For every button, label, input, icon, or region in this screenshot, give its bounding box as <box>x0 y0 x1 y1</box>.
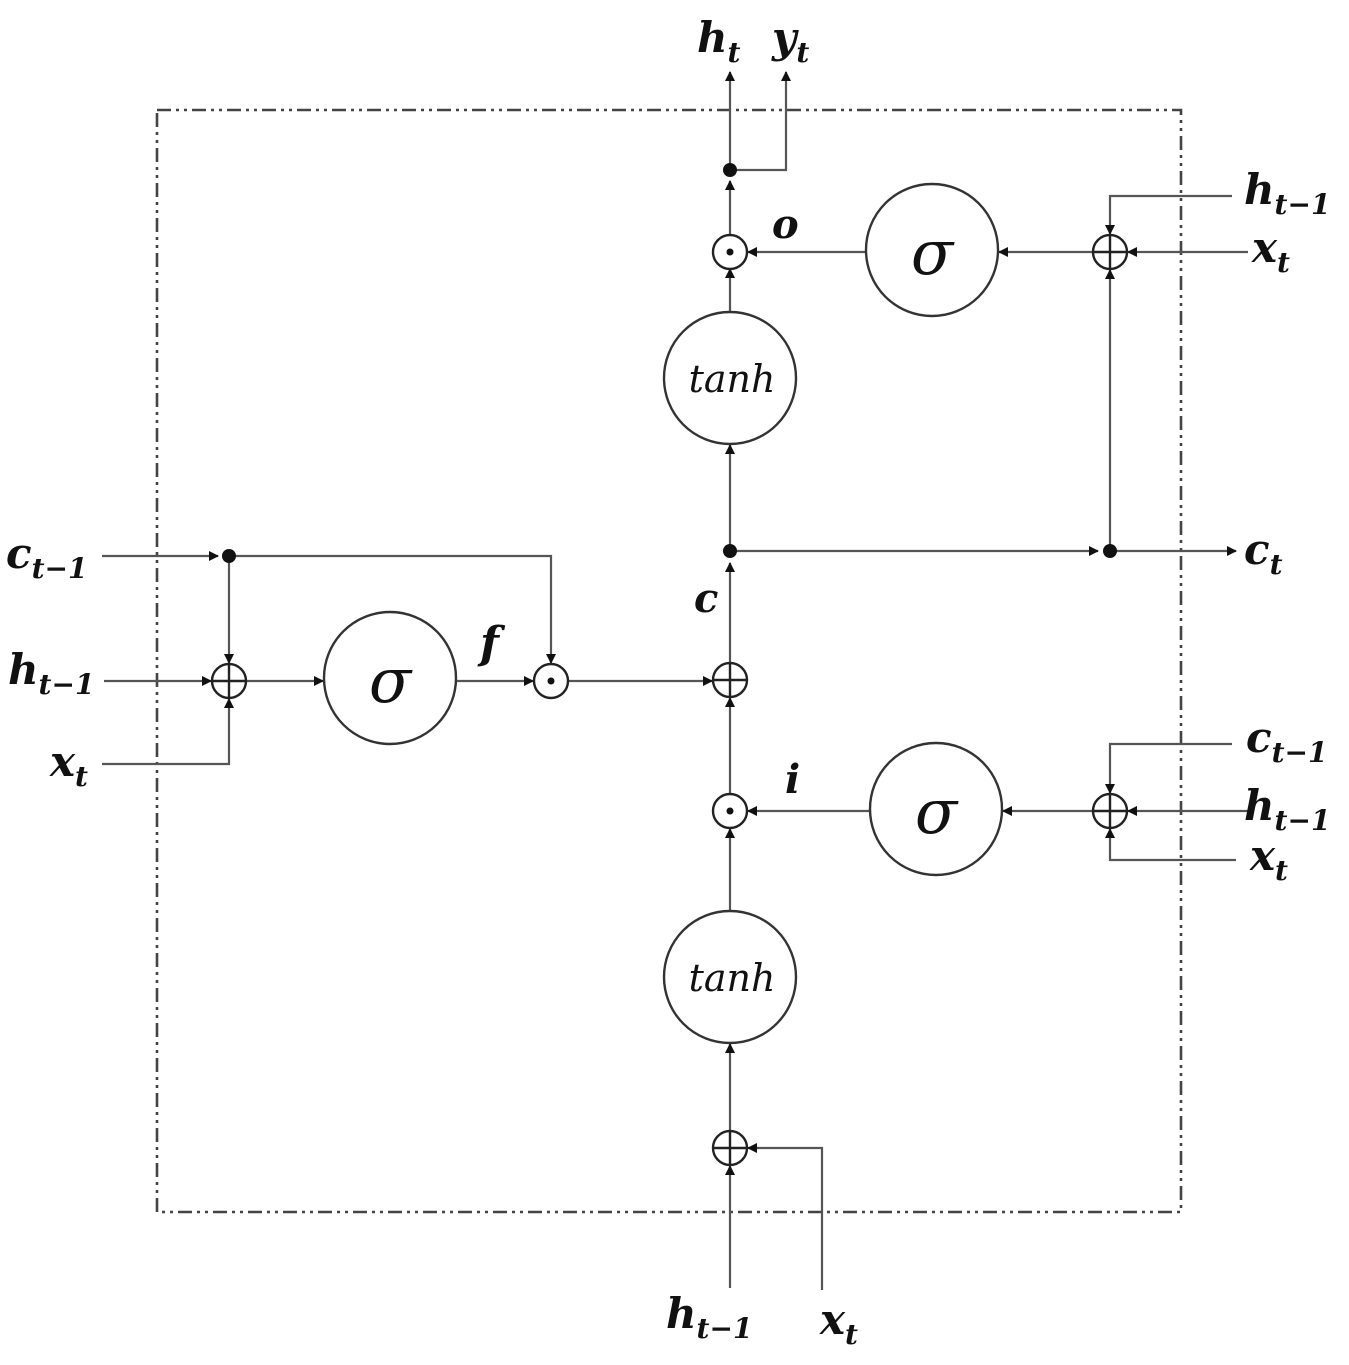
label-h-prev-forget: ht−1 <box>8 645 94 701</box>
label-h-prev-input: ht−1 <box>1244 781 1330 837</box>
label-c: c <box>694 575 718 622</box>
label-x-t-input: xt <box>1249 831 1288 887</box>
tanh-node-lower: tanh <box>662 909 798 1045</box>
label-c-prev-forget: ct−1 <box>6 529 87 585</box>
label-h-prev-output: ht−1 <box>1244 165 1330 221</box>
sigma-node-output: σ <box>864 182 1000 318</box>
sum-operator-forget <box>210 662 248 700</box>
sigma-label: σ <box>369 644 413 717</box>
label-y-t: yt <box>771 13 809 69</box>
junction-dots <box>222 163 1117 563</box>
sigma-label: σ <box>915 775 959 848</box>
sum-operator-bottom <box>711 1129 749 1167</box>
product-operator-output <box>711 233 749 271</box>
product-operator-forget <box>532 662 570 700</box>
labels: ht yt o f i c ht−1 xt ct ct−1 ht−1 xt ct… <box>6 13 1330 1351</box>
output-gate-wires <box>747 194 1248 257</box>
forget-gate-wires <box>102 551 713 766</box>
cell-state-wires <box>730 269 1237 556</box>
label-o: o <box>772 201 799 248</box>
sigma-node-forget: σ <box>322 610 458 746</box>
sigma-node-input: σ <box>868 741 1004 877</box>
sigma-label: σ <box>911 216 955 289</box>
cell-boundary <box>155 108 1183 1214</box>
tanh-label: tanh <box>689 357 776 401</box>
center-wires <box>725 71 791 1288</box>
label-c-prev-input: ct−1 <box>1246 713 1327 769</box>
input-gate-wires <box>747 742 1248 862</box>
tanh-label: tanh <box>689 956 776 1000</box>
sum-operator-input <box>1091 792 1129 830</box>
product-operator-input <box>711 792 749 830</box>
tanh-node-upper: tanh <box>662 310 798 446</box>
sum-operator-cell <box>711 661 749 699</box>
label-f: f <box>477 618 506 669</box>
label-c-t-out: ct <box>1244 525 1283 581</box>
label-h-t: ht <box>697 13 741 69</box>
label-i: i <box>785 756 800 803</box>
label-x-t-forget: xt <box>49 737 88 793</box>
bottom-input-wires <box>747 1143 824 1290</box>
sum-operator-output <box>1091 233 1129 271</box>
label-x-t-output: xt <box>1251 223 1290 279</box>
label-x-t-bottom: xt <box>819 1295 858 1351</box>
label-h-prev-bottom: ht−1 <box>666 1289 752 1345</box>
